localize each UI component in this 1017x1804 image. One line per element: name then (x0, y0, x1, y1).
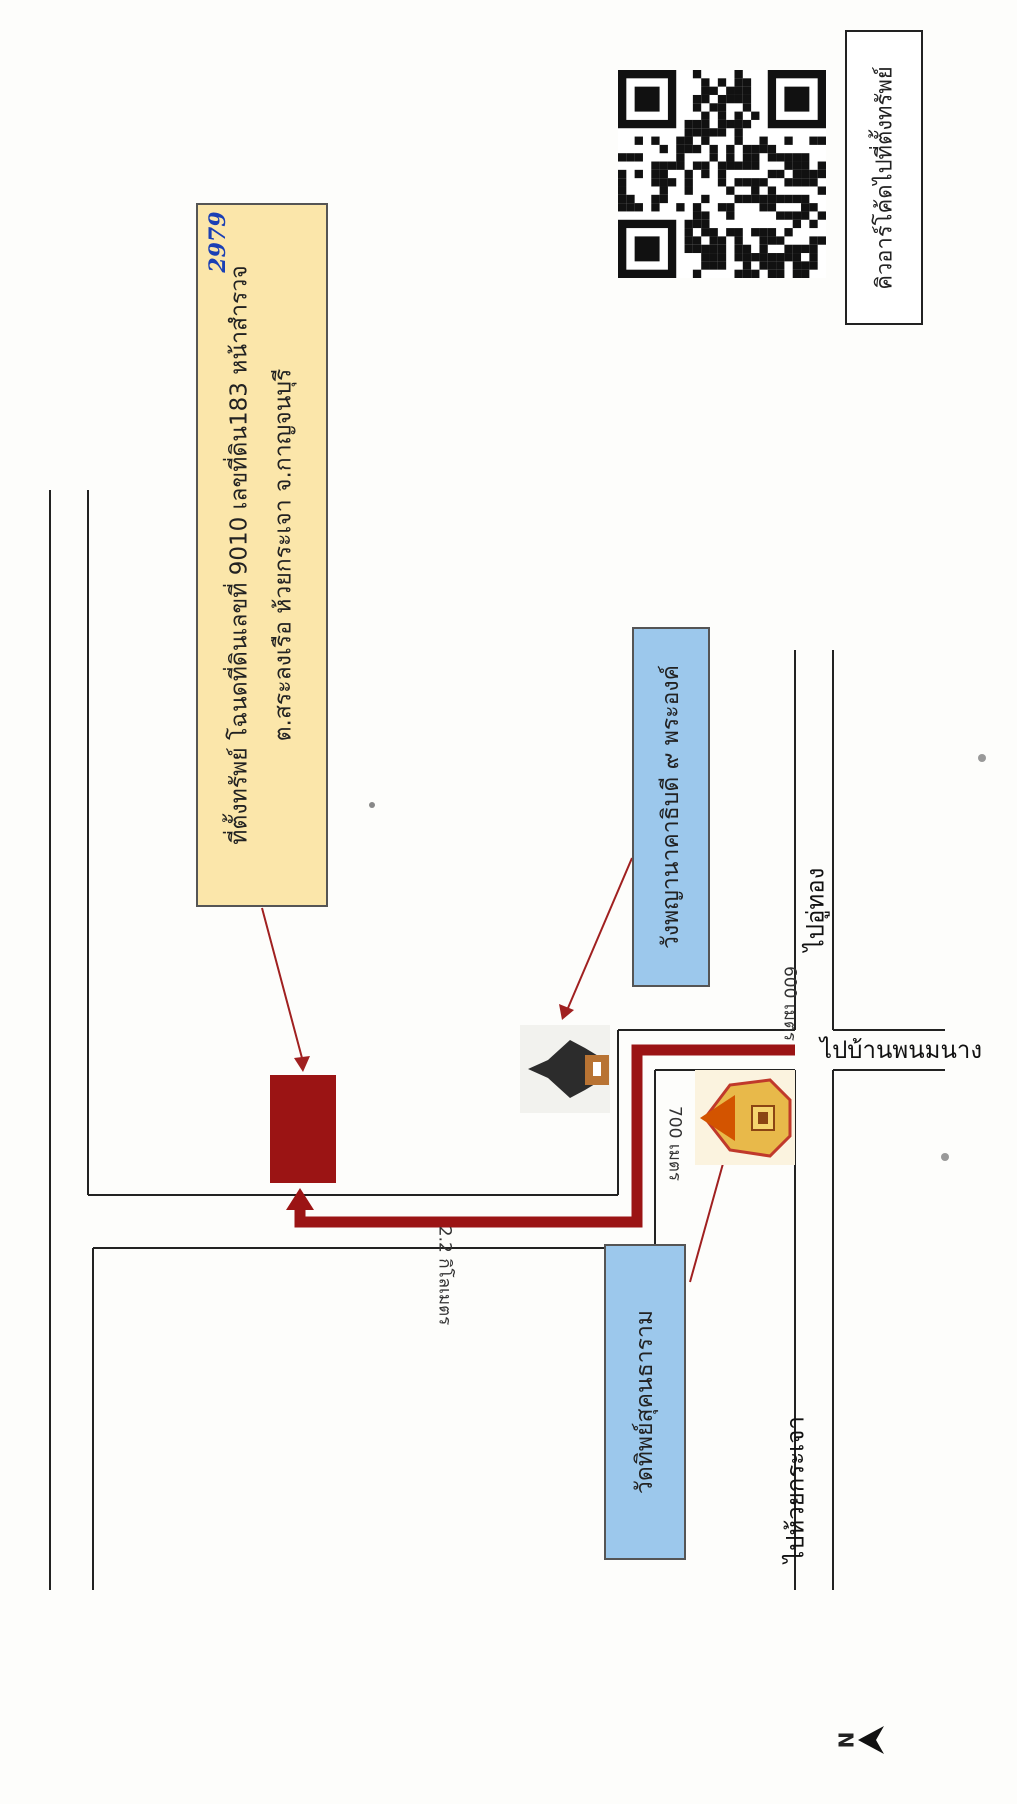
property-pointer-head (294, 1056, 310, 1072)
handwritten-note: 2979 (205, 211, 231, 273)
palace-label-box: วังพญานาคาธิบดี ๙ พระองค์ (632, 627, 710, 987)
property-label-box: ที่ตั้งทรัพย์ โฉนดที่ดินเลขที่ 9010 เลขท… (196, 203, 328, 907)
temple-icon (695, 1070, 795, 1165)
property-line-2: ต.สระลงเรือ ห้วยกระเจา จ.กาญจนบุรี (270, 368, 296, 742)
north-label: N (834, 1731, 859, 1749)
temple-label: วัดทิพย์สุคนธาราม (632, 1309, 658, 1495)
route-path (294, 1044, 795, 1228)
qr-caption-box: คิวอาร์โค้ดไปที่ตั้งทรัพย์ (845, 30, 923, 325)
palace-label: วังพญานาคาธิบดี ๙ พระองค์ (658, 664, 684, 950)
direction-u-thong: ไปอู่ทอง (801, 867, 830, 952)
temple-label-box: วัดทิพย์สุคนธาราม (604, 1244, 686, 1560)
qr-code (618, 70, 826, 278)
north-arrow-icon (858, 1726, 884, 1754)
route-arrowhead (286, 1188, 314, 1210)
distance-700m: 700 เมตร (664, 1105, 685, 1182)
north-arrow: N (832, 1720, 892, 1760)
direction-huai-krachao: ไปห้วยกระเจา (781, 1416, 810, 1563)
qr-caption: คิวอาร์โค้ดไปที่ตั้งทรัพย์ (872, 65, 898, 290)
palace-pointer-head (559, 1004, 574, 1020)
property-pointer-line (261, 907, 303, 1059)
property-line-1: ที่ตั้งทรัพย์ โฉนดที่ดินเลขที่ 9010 เลขท… (226, 265, 253, 845)
palace-pointer-line (567, 857, 633, 1009)
direction-ban-phanom-nang: ไปบ้านพนมนาง (820, 1036, 983, 1064)
distance-2-2km: 2.2 กิโลเมตร (434, 1225, 455, 1326)
palace-icon (520, 1025, 610, 1113)
temple-pointer-line (689, 1159, 725, 1283)
property-marker (270, 1075, 336, 1183)
